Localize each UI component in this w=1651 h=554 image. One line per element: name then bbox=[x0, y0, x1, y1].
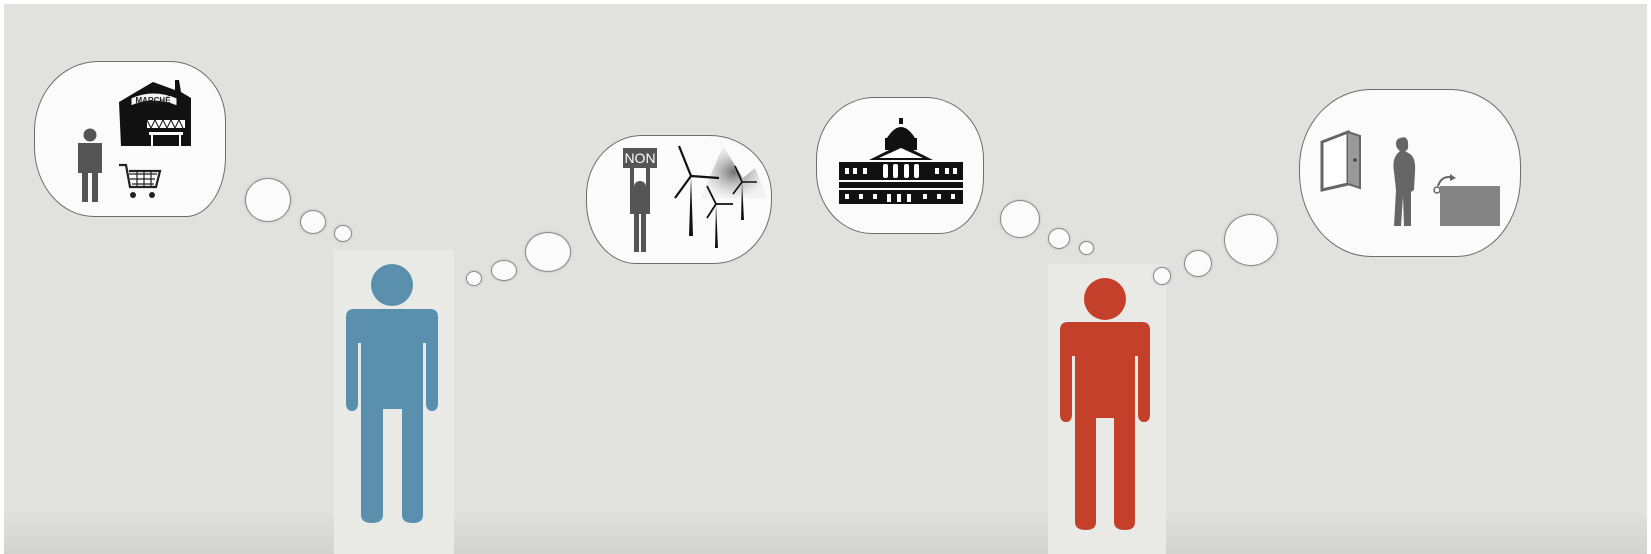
thought-dot bbox=[525, 232, 571, 272]
thought-dot bbox=[300, 210, 326, 234]
thought-dot bbox=[1184, 250, 1212, 277]
thought-dot bbox=[1000, 200, 1040, 238]
illustration-stage: MARCHÉ NON bbox=[4, 4, 1647, 554]
person-right-red-icon bbox=[1060, 278, 1150, 530]
protester-icon: NON bbox=[621, 146, 661, 258]
shopping-cart-icon bbox=[117, 162, 163, 202]
market-hall-icon: MARCHÉ bbox=[115, 76, 195, 148]
parliament-building-icon bbox=[839, 118, 963, 204]
person-shopper-icon bbox=[75, 128, 105, 202]
thought-dot bbox=[1048, 228, 1070, 249]
thought-bubble-parliament bbox=[816, 97, 984, 234]
thought-dot bbox=[491, 260, 517, 281]
ballot-box-icon bbox=[1430, 172, 1502, 226]
protest-sign-text: NON bbox=[624, 150, 655, 166]
thought-bubble-wind-protest: NON bbox=[586, 135, 772, 264]
thought-dot bbox=[245, 178, 291, 222]
voting-booth-icon bbox=[1318, 130, 1364, 196]
voter-silhouette-icon bbox=[1388, 136, 1422, 228]
thought-dot bbox=[466, 271, 482, 286]
thought-bubble-market: MARCHÉ bbox=[34, 61, 226, 217]
thought-dot bbox=[1079, 241, 1094, 255]
thought-dot bbox=[1224, 214, 1278, 266]
person-left-blue-icon bbox=[346, 263, 438, 523]
thought-dot bbox=[334, 225, 352, 242]
thought-dot bbox=[1153, 267, 1171, 285]
thought-bubble-voting bbox=[1299, 89, 1521, 257]
market-sign-text: MARCHÉ bbox=[135, 96, 171, 105]
wind-turbines-icon bbox=[671, 138, 771, 248]
